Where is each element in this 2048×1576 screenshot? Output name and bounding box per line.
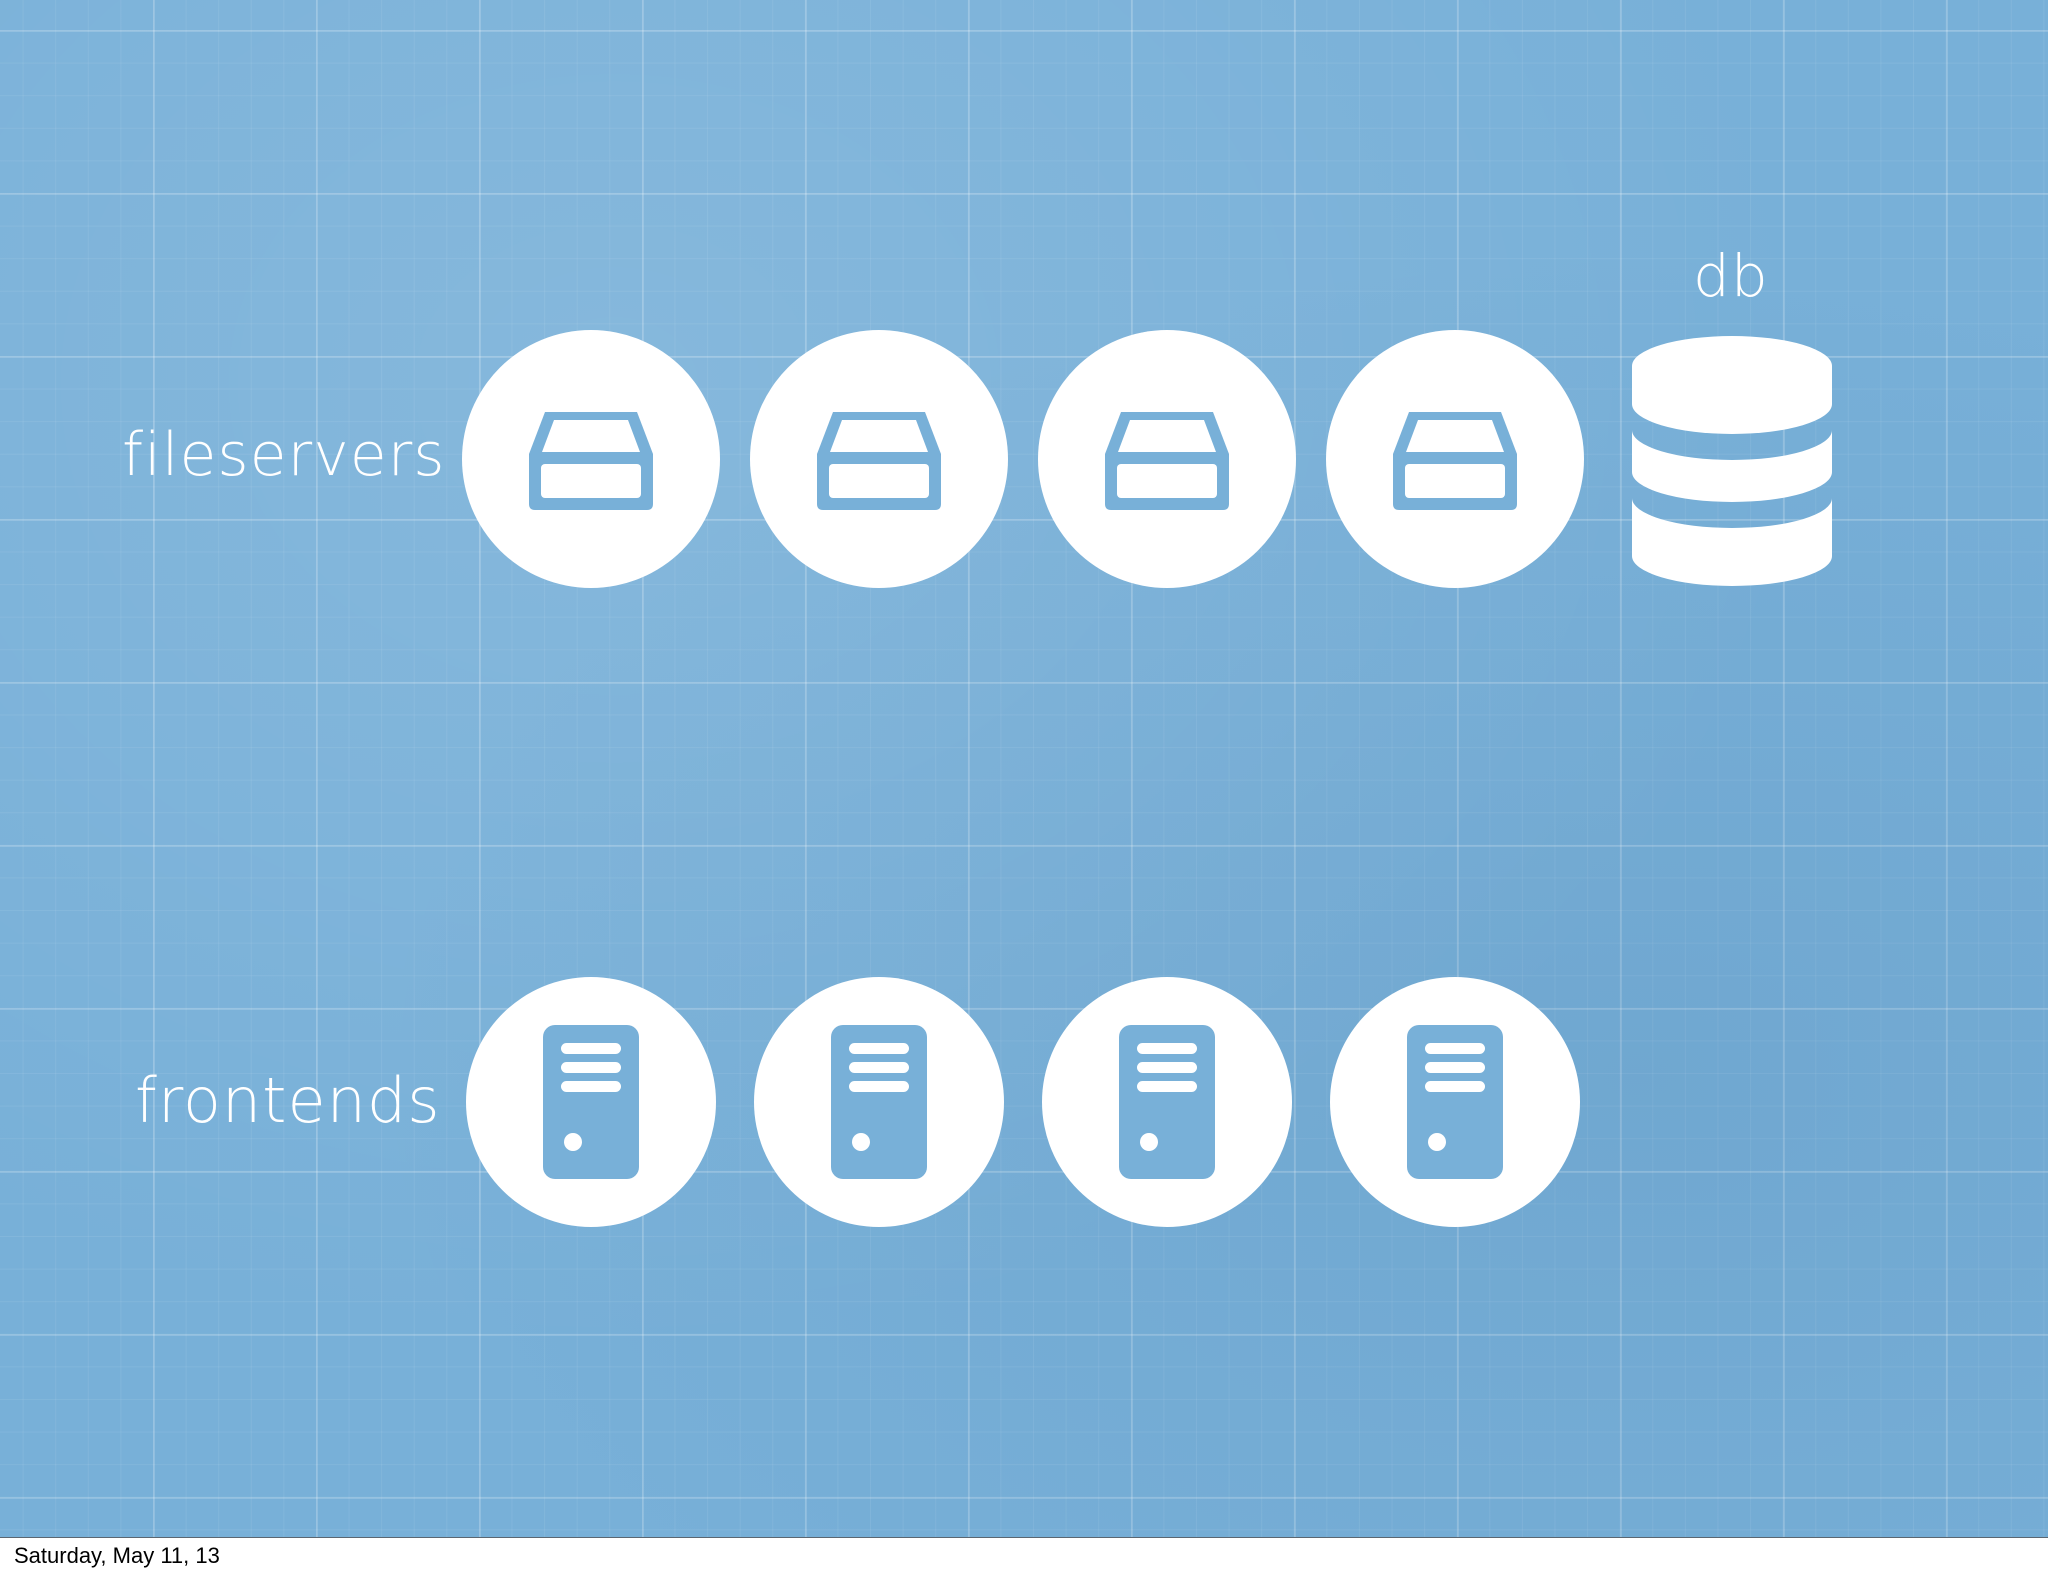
frontends-label: frontends [135,1064,441,1137]
server-tower-icon [543,1025,639,1179]
server-tower-icon [1119,1025,1215,1179]
hard-drive-icon [817,412,941,510]
frontend-node-3 [1042,977,1292,1227]
hard-drive-icon [1393,412,1517,510]
frontend-node-4 [1330,977,1580,1227]
fileserver-node-2 [750,330,1008,588]
footer-date: Saturday, May 11, 13 [14,1543,220,1568]
server-tower-icon [1407,1025,1503,1179]
hard-drive-icon [1105,412,1229,510]
slide-canvas: db fileservers frontend [0,0,2048,1538]
frontend-node-2 [754,977,1004,1227]
frontend-node-1 [466,977,716,1227]
fileserver-node-3 [1038,330,1296,588]
server-tower-icon [831,1025,927,1179]
hard-drive-icon [529,412,653,510]
fileserver-node-4 [1326,330,1584,588]
database-icon [1632,336,1832,586]
fileservers-label: fileservers [122,420,446,490]
db-label: db [1693,242,1769,310]
fileserver-node-1 [462,330,720,588]
